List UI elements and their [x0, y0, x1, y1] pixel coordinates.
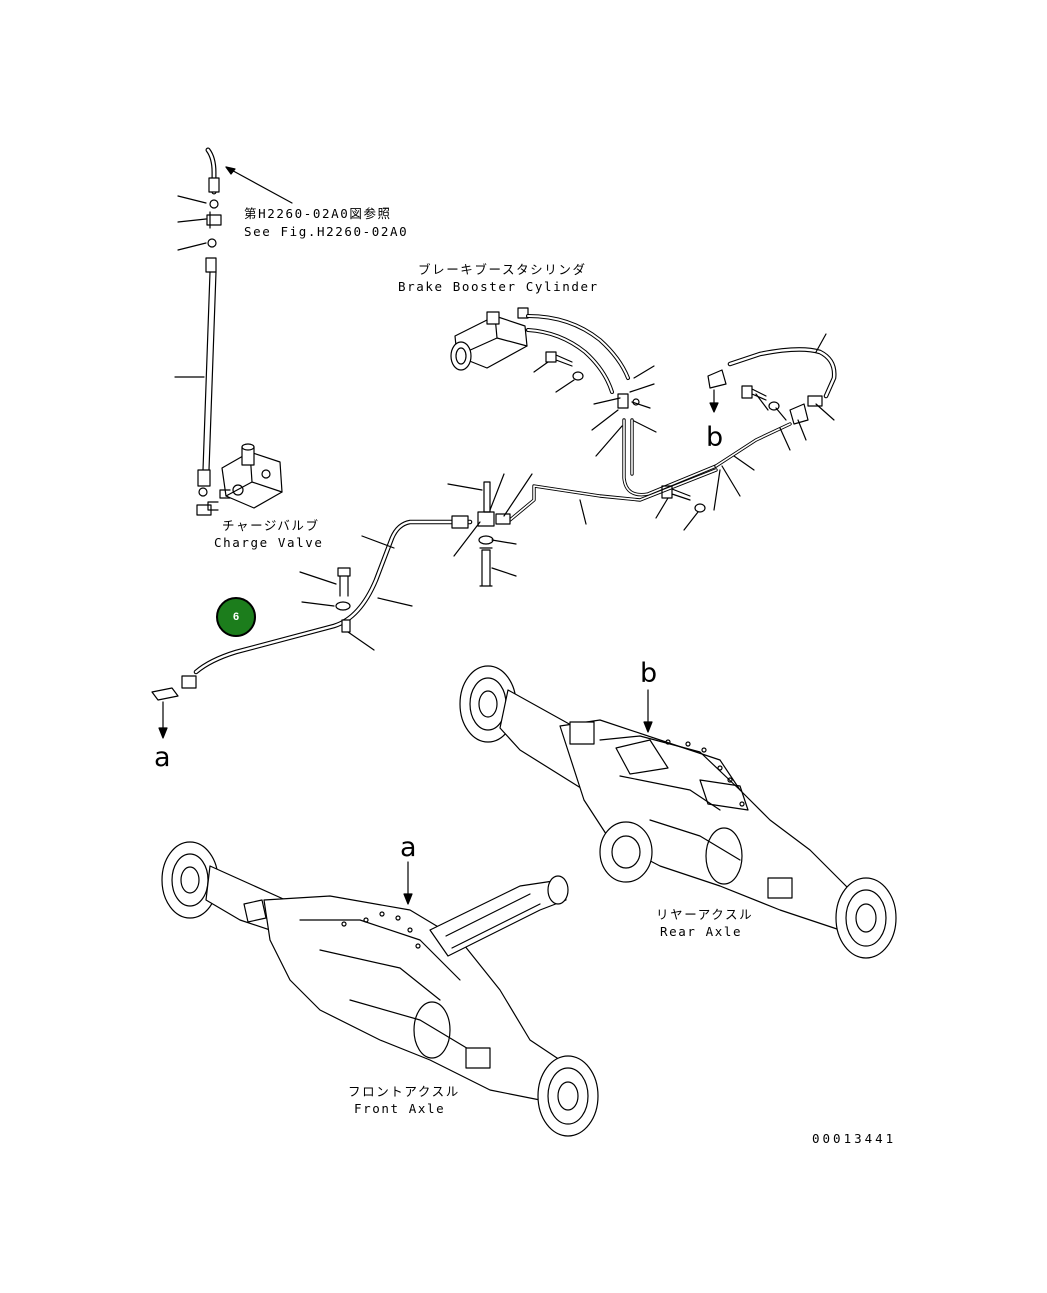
upper-hose-assembly: [174, 147, 293, 516]
leader-line: [733, 455, 755, 471]
leader-line: [631, 419, 657, 433]
drawing-number: 00013441: [812, 1131, 897, 1146]
leader-line: [579, 499, 587, 525]
leader-line: [779, 427, 791, 451]
leader-line: [595, 425, 623, 457]
brake-booster-en-label: Brake Booster Cylinder: [398, 279, 599, 294]
leader-line: [447, 483, 483, 491]
leader-line: [301, 601, 335, 607]
leader-line: [225, 166, 293, 204]
fig-ref-en-label: See Fig.H2260-02A0: [244, 224, 409, 239]
leader-line: [491, 539, 517, 545]
leader-line: [555, 379, 575, 393]
charge-valve-jp-label: チャージバルブ: [222, 518, 320, 533]
reference-letter-a: a: [400, 832, 417, 863]
clamp: [206, 211, 222, 229]
brake-tubing: [151, 418, 792, 739]
leader-line: [453, 521, 481, 557]
o-ring: [207, 238, 217, 248]
leader-line: [593, 397, 621, 405]
bolt: [337, 567, 351, 597]
reference-letter-b: b: [706, 422, 724, 453]
rear-axle-jp-label: リヤーアクスル: [656, 907, 754, 922]
tube: [622, 418, 718, 497]
leader-line: [655, 497, 669, 519]
bolt: [545, 351, 573, 367]
leader-line: [533, 361, 549, 373]
brake-booster-drawing: [450, 307, 657, 457]
leader-line: [591, 409, 619, 431]
bolt: [741, 385, 767, 401]
bracket-a: [151, 687, 179, 701]
leader-line: [815, 403, 835, 421]
leader-line: [721, 465, 741, 497]
long-hose: [202, 271, 217, 471]
charge-valve-drawing: [207, 443, 283, 511]
reference-letter-b: b: [640, 658, 658, 689]
leader-line: [797, 419, 807, 441]
upper-right-hose: [707, 333, 837, 451]
reference-letter-a: a: [154, 742, 171, 773]
bolt: [661, 485, 691, 501]
front-axle-jp-label: フロントアクスル: [348, 1084, 460, 1099]
leader-line: [491, 567, 517, 577]
leader-line: [177, 218, 207, 223]
rear-axle-drawing: [459, 665, 897, 959]
hub-flange: [537, 1055, 599, 1137]
leader-line: [629, 383, 655, 393]
leader-line: [503, 473, 533, 517]
leader-line: [683, 511, 699, 531]
leader-line: [177, 195, 207, 204]
leader-line: [633, 365, 655, 379]
charge-valve-en-label: Charge Valve: [214, 535, 324, 550]
front-axle-drawing: [161, 841, 599, 1137]
hub-flange: [835, 877, 897, 959]
brake-booster-jp-label: ブレーキブースタシリンダ: [418, 262, 587, 277]
leader-line: [815, 333, 827, 353]
leader-line: [299, 571, 337, 585]
fig-ref-jp-label: 第H2260-02A0図参照: [244, 206, 392, 221]
part-callout-6[interactable]: 6: [216, 597, 256, 637]
leader-line: [713, 469, 721, 511]
leader-line: [775, 407, 787, 421]
flex-hose: [727, 347, 837, 399]
leader-line: [377, 597, 413, 607]
o-ring: [209, 199, 219, 209]
leader-line: [347, 631, 375, 651]
front-axle-en-label: Front Axle: [354, 1101, 446, 1116]
leader-line: [755, 393, 769, 411]
leader-line: [361, 535, 395, 549]
leader-line: [177, 242, 207, 251]
leader-line: [631, 401, 651, 409]
leader-line: [489, 473, 505, 511]
bracket-b: [707, 369, 727, 389]
rear-axle-en-label: Rear Axle: [660, 924, 743, 939]
